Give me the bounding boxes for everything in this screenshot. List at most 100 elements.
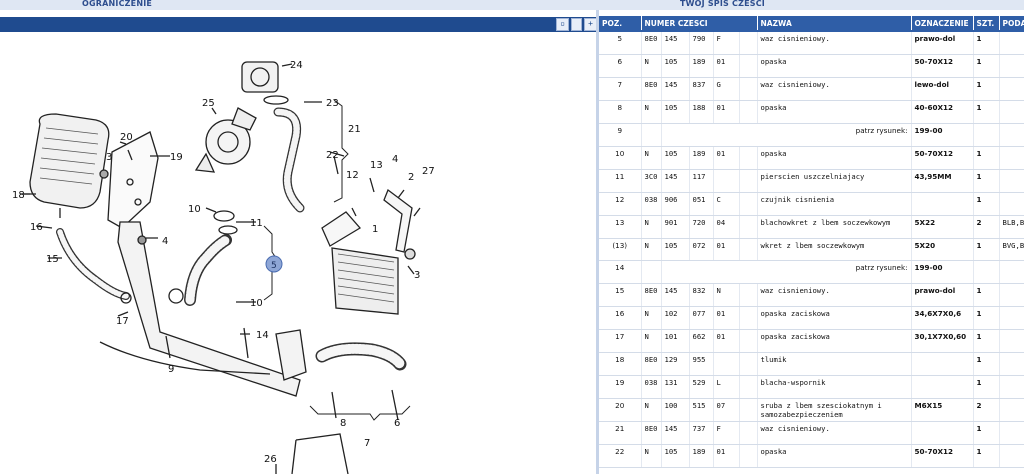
callout-9: 9 xyxy=(168,364,174,375)
cell-application xyxy=(999,421,1024,445)
callout-10b: 10 xyxy=(250,298,263,309)
cell-mark: M6X15 xyxy=(911,398,974,422)
cell-name: blacha-wspornik xyxy=(757,375,912,399)
cell-part-sub: 737 xyxy=(689,421,714,445)
cell-pos: 9 xyxy=(599,123,642,147)
col-qty[interactable]: SZT. xyxy=(973,16,1000,31)
cell-qty: 1 xyxy=(973,54,1000,78)
cell-qty: 1 xyxy=(973,329,1000,353)
cell-part-main: 105 xyxy=(661,54,690,78)
cell-mark: 50-70X12 xyxy=(911,146,974,170)
pane-divider[interactable] xyxy=(596,10,599,474)
cell-application xyxy=(999,54,1024,78)
cell-part-index: 01 xyxy=(713,54,740,78)
cell-part-sub: 189 xyxy=(689,146,714,170)
cell-part-main: 901 xyxy=(661,215,690,239)
callout-27: 27 xyxy=(422,166,435,177)
cell-part-index: F xyxy=(713,30,740,55)
cell-part-prefix: N xyxy=(641,238,662,261)
callout-10: 10 xyxy=(188,204,201,215)
col-application[interactable]: PODANIE xyxy=(999,16,1024,31)
cell-pos: 10 xyxy=(599,146,642,170)
cell-application xyxy=(999,444,1024,468)
cell-application xyxy=(999,30,1024,55)
cell-part-main: 145 xyxy=(661,169,690,193)
col-name[interactable]: NAZWA xyxy=(757,16,912,31)
cell-blank xyxy=(973,260,1000,284)
cell-mark: prawo-dol xyxy=(911,30,974,55)
col-part-number[interactable]: NUMER CZESCI xyxy=(641,16,758,31)
cell-blank xyxy=(739,30,758,55)
callout-3: 3 xyxy=(106,152,112,163)
cell-name: waz cisnieniowy. xyxy=(757,283,912,307)
cell-mark: 50-70X12 xyxy=(911,444,974,468)
col-pos[interactable]: POZ. xyxy=(599,16,642,31)
cell-blank xyxy=(739,169,758,193)
cell-blank xyxy=(739,444,758,468)
cell-part-main: 145 xyxy=(661,283,690,307)
cell-qty: 1 xyxy=(973,375,1000,399)
cell-blank xyxy=(641,123,662,147)
cell-part-main: 129 xyxy=(661,352,690,376)
cell-qty: 1 xyxy=(973,146,1000,170)
cell-pos: 20 xyxy=(599,398,642,422)
cell-part-index: C xyxy=(713,192,740,216)
cell-part-sub: 117 xyxy=(689,169,714,193)
cell-qty: 1 xyxy=(973,238,1000,261)
zoom-icon[interactable]: ▫ xyxy=(556,18,569,31)
cell-blank xyxy=(973,123,1000,147)
cell-part-sub: 188 xyxy=(689,100,714,124)
cell-part-index: 01 xyxy=(713,146,740,170)
cell-blank xyxy=(739,54,758,78)
cell-part-main: 145 xyxy=(661,77,690,101)
cell-part-prefix: N xyxy=(641,146,662,170)
parts-table: POZ. NUMER CZESCI NAZWA OZNACZENIE SZT. … xyxy=(599,16,1024,468)
cell-application xyxy=(999,306,1024,330)
cell-blank xyxy=(739,215,758,239)
cell-blank xyxy=(739,352,758,376)
cell-pos: 8 xyxy=(599,100,642,124)
cell-part-main: 145 xyxy=(661,421,690,445)
col-mark[interactable]: OZNACZENIE xyxy=(911,16,974,31)
cell-name: opaska zaciskowa xyxy=(757,306,912,330)
cell-blank xyxy=(739,398,758,422)
cell-qty: 1 xyxy=(973,100,1000,124)
cell-qty: 1 xyxy=(973,444,1000,468)
cell-application: BLB,BNA xyxy=(999,215,1024,239)
cell-part-main: 131 xyxy=(661,375,690,399)
cell-mark: 5X20 xyxy=(911,238,974,261)
cell-part-main: 105 xyxy=(661,146,690,170)
cell-part-index: F xyxy=(713,421,740,445)
cell-qty: 1 xyxy=(973,169,1000,193)
cell-part-index: 07 xyxy=(713,398,740,422)
cell-part-index: 01 xyxy=(713,306,740,330)
cell-part-main: 102 xyxy=(661,306,690,330)
cell-blank xyxy=(739,100,758,124)
cell-part-sub: 662 xyxy=(689,329,714,353)
cell-blank xyxy=(739,283,758,307)
cell-blank xyxy=(999,260,1024,284)
callout-26: 26 xyxy=(264,454,277,465)
cell-qty: 1 xyxy=(973,192,1000,216)
cell-mark: lewo-dol xyxy=(911,77,974,101)
callout-11: 11 xyxy=(250,218,263,229)
